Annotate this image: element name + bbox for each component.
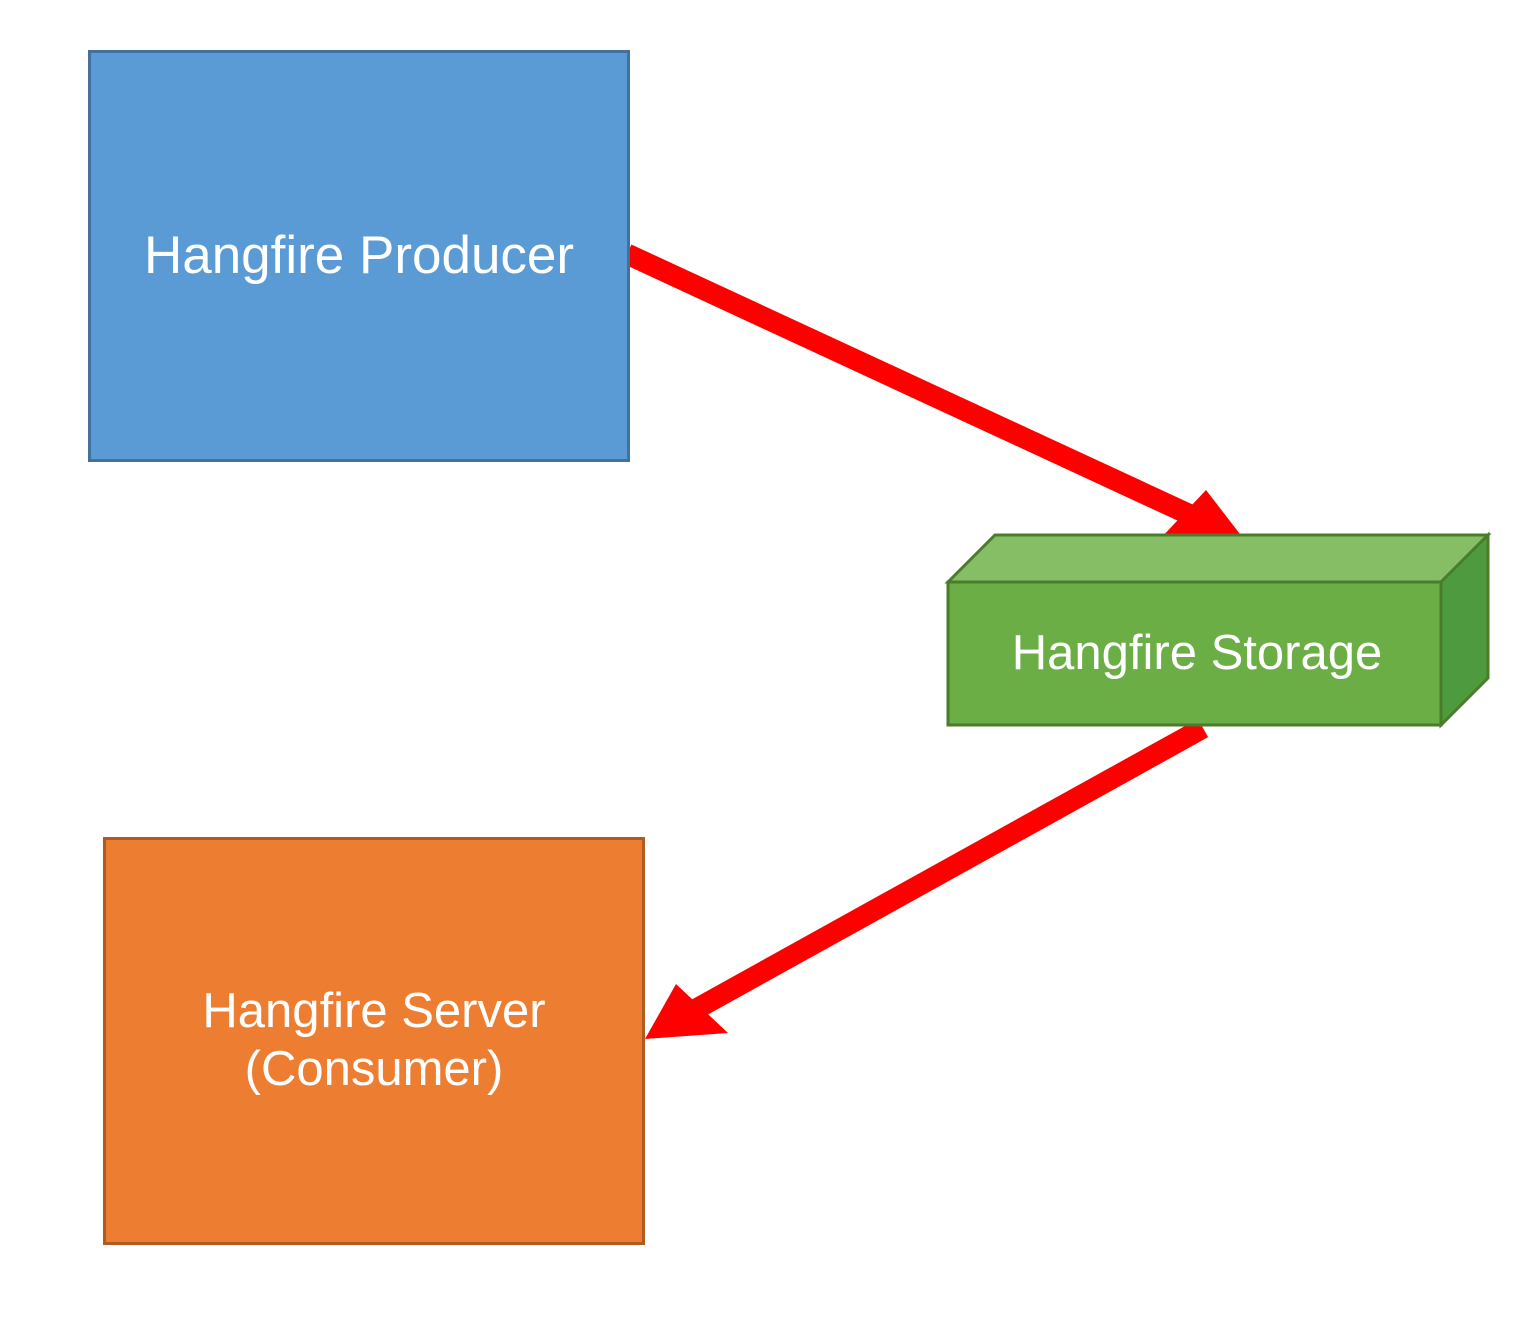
node-hangfire-storage-label-wrap: Hangfire Storage bbox=[950, 582, 1444, 725]
node-hangfire-server-label-wrap: Hangfire Server (Consumer) bbox=[202, 983, 545, 1099]
node-hangfire-producer[interactable]: Hangfire Producer bbox=[88, 50, 630, 462]
node-hangfire-producer-label: Hangfire Producer bbox=[143, 225, 575, 285]
node-hangfire-server[interactable]: Hangfire Server (Consumer) bbox=[103, 837, 645, 1245]
connector-storage-to-server-arrowhead bbox=[645, 984, 728, 1039]
node-hangfire-server-label-line1: Hangfire Server bbox=[202, 984, 546, 1039]
connector-storage-to-server-line bbox=[674, 718, 1209, 1028]
connector-producer-to-storage bbox=[622, 244, 1243, 539]
node-hangfire-storage[interactable]: Hangfire Storage bbox=[940, 528, 1496, 738]
connector-producer-to-storage-line bbox=[622, 244, 1217, 535]
connector-storage-to-server bbox=[645, 718, 1209, 1039]
node-hangfire-server-label-line2: (Consumer) bbox=[244, 1042, 504, 1096]
node-hangfire-storage-label: Hangfire Storage bbox=[1011, 625, 1383, 680]
cube-top-face bbox=[944, 533, 1492, 584]
